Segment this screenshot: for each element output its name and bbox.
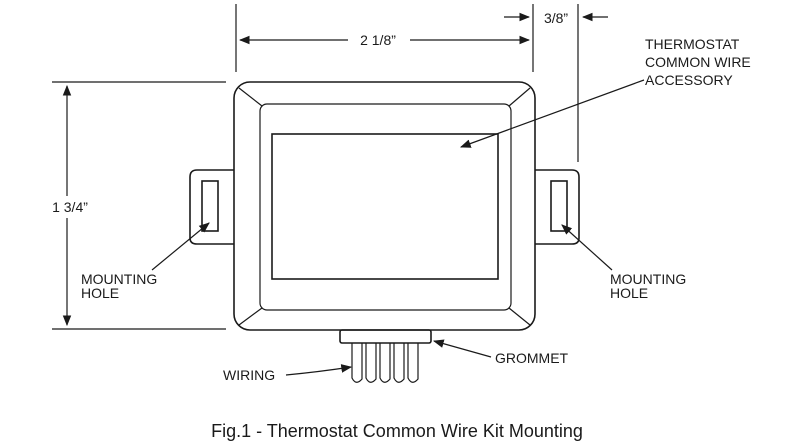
- right-hole-label-line2: HOLE: [610, 285, 648, 301]
- housing-outer-edge: [233, 81, 536, 331]
- accessory-label-line2: COMMON WIRE: [645, 54, 751, 70]
- wire-4: [393, 343, 405, 383]
- grommet-leader: [432, 339, 492, 358]
- height-dimension: 1 3/4”: [52, 81, 226, 330]
- grommet: [339, 329, 432, 344]
- wire-1: [351, 343, 363, 383]
- right-mounting-hole: [550, 180, 568, 232]
- left-mounting-flange: [189, 169, 234, 245]
- display-window: [271, 133, 499, 280]
- left-flange-outline: [189, 169, 234, 245]
- wiring-leader: [285, 364, 353, 376]
- bevel-top-right: [508, 87, 531, 107]
- wiring-label: WIRING: [223, 367, 275, 383]
- width-dimension-label: 2 1/8”: [360, 32, 396, 48]
- right-flange-outline: [535, 169, 580, 245]
- left-mounting-hole: [201, 180, 219, 232]
- right-mounting-flange: [535, 169, 580, 245]
- thermostat-housing: [233, 81, 536, 331]
- housing-inner-edge: [259, 103, 512, 311]
- left-hole-label-line2: HOLE: [81, 285, 119, 301]
- offset-dimension-label: 3/8”: [544, 10, 568, 26]
- left-hole-leader: [151, 222, 210, 271]
- right-hole-label-line1: MOUNTING: [610, 271, 686, 287]
- grommet-body: [339, 329, 432, 344]
- accessory-label-line3: ACCESSORY: [645, 72, 733, 88]
- bevel-bottom-left: [238, 307, 263, 326]
- wire-5: [407, 343, 419, 383]
- width-dimension: 2 1/8”: [235, 4, 534, 72]
- left-hole-label-line1: MOUNTING: [81, 271, 157, 287]
- bevel-top-left: [238, 87, 263, 107]
- offset-dimension: 3/8”: [504, 4, 608, 162]
- accessory-leader: [459, 79, 645, 148]
- wiring-bundle: [351, 343, 419, 383]
- accessory-label-line1: THERMOSTAT: [645, 36, 740, 52]
- wire-3: [379, 343, 391, 383]
- wire-2: [365, 343, 377, 383]
- bevel-bottom-right: [508, 307, 531, 326]
- figure-caption: Fig.1 - Thermostat Common Wire Kit Mount…: [211, 421, 583, 441]
- height-dimension-label: 1 3/4”: [52, 199, 88, 215]
- grommet-label: GROMMET: [495, 350, 569, 366]
- right-hole-leader: [561, 224, 613, 271]
